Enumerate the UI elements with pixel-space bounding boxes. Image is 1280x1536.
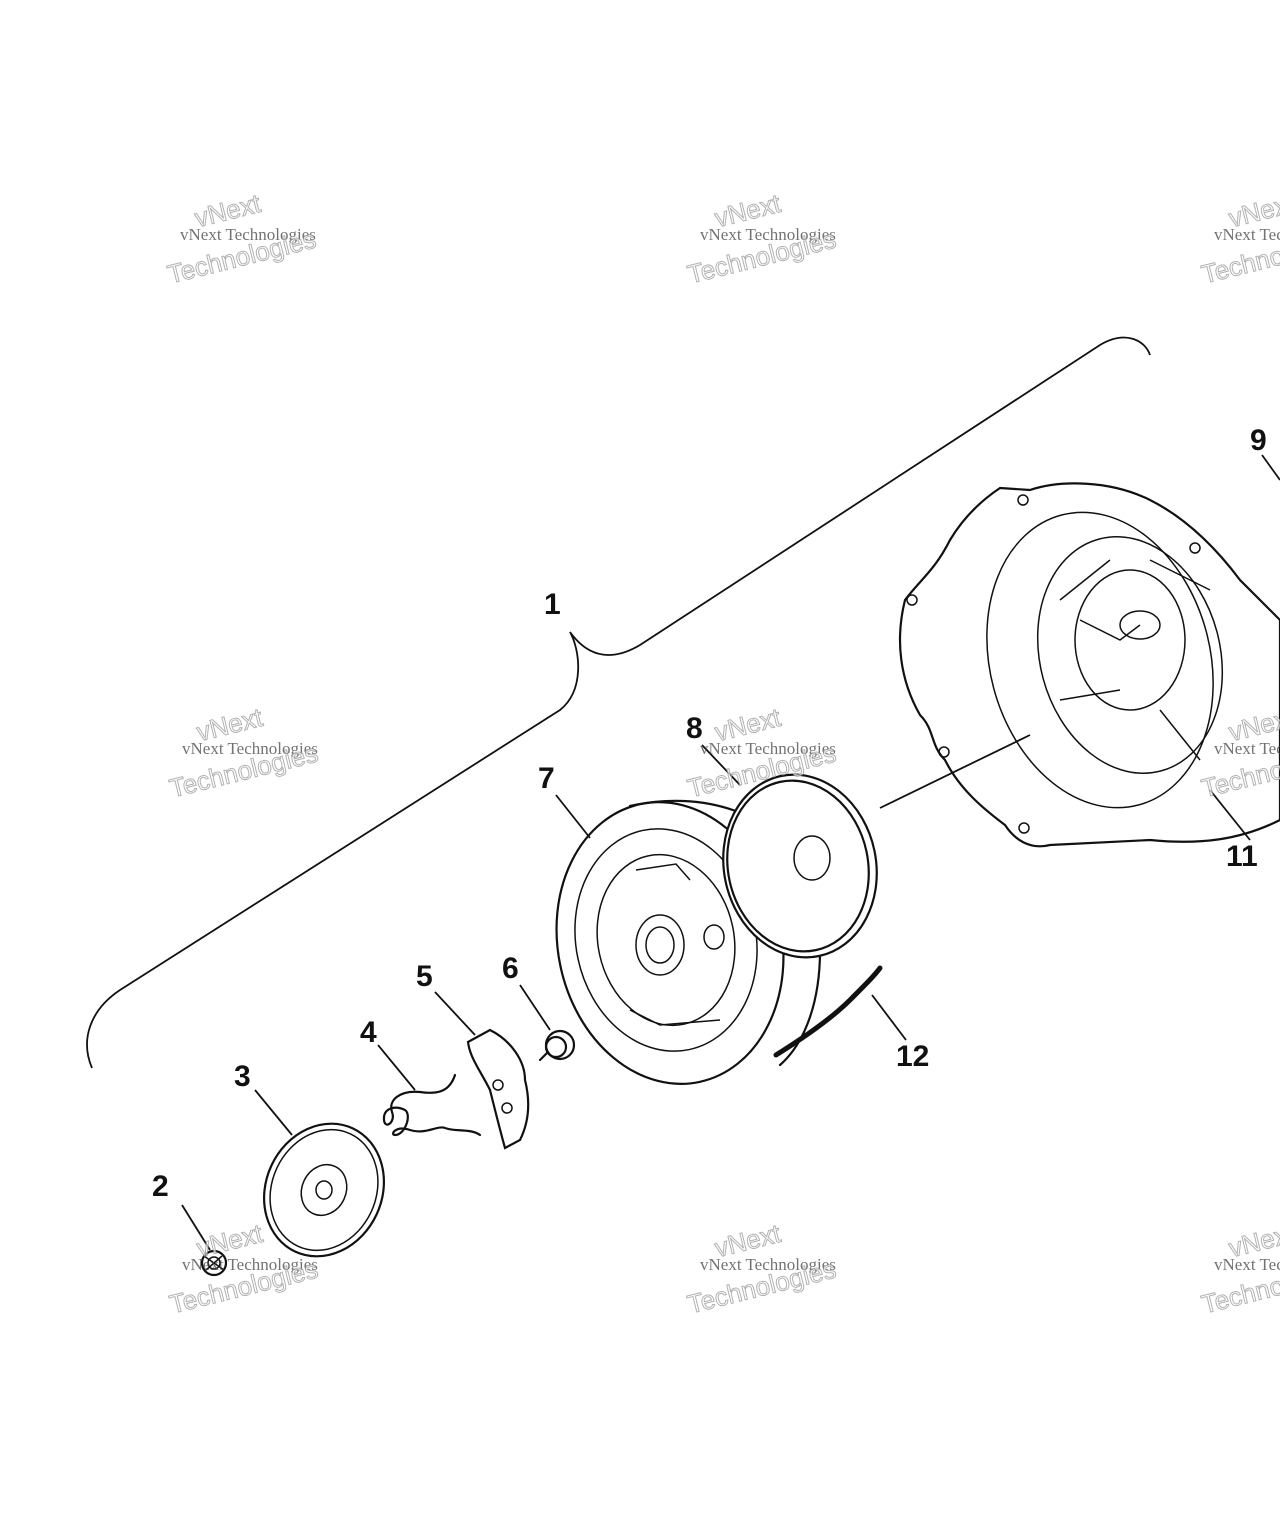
svg-text:vNext Technologies: vNext Technologies — [1214, 739, 1280, 758]
callout-9: 9 — [1250, 424, 1267, 457]
svg-text:vNext Technologies: vNext Technologies — [1214, 225, 1280, 244]
callout-12: 12 — [896, 1040, 929, 1073]
callout-2: 2 — [152, 1170, 169, 1203]
callout-5: 5 — [416, 960, 433, 993]
part-small-spring — [538, 1029, 576, 1062]
leader-7 — [555, 794, 591, 839]
svg-text:vNext Technologies: vNext Technologies — [700, 225, 836, 244]
part-pawl — [466, 1028, 530, 1150]
leader-3 — [254, 1089, 293, 1136]
watermark-1: vNext vNext Technologies Technologies — [164, 187, 320, 290]
watermark-9: vNext vNext Technologies Technologies — [1198, 1217, 1280, 1320]
part-spring-clip — [382, 1073, 482, 1137]
svg-text:vNext Technologies: vNext Technologies — [182, 739, 318, 758]
svg-text:vNext Technologies: vNext Technologies — [180, 225, 316, 244]
leader-8 — [701, 744, 741, 786]
leader-12 — [871, 994, 907, 1041]
watermark-8: vNext vNext Technologies Technologies — [684, 1217, 840, 1320]
watermark-4: vNext vNext Technologies Technologies — [166, 701, 322, 804]
callout-3: 3 — [234, 1060, 251, 1093]
callout-11: 11 — [1226, 840, 1258, 873]
callout-8: 8 — [686, 712, 703, 745]
callout-7: 7 — [538, 762, 555, 795]
part-starter-rope — [773, 965, 883, 1058]
svg-text:vNext Technologies: vNext Technologies — [700, 739, 836, 758]
leader-axis — [879, 734, 1031, 809]
svg-text:vNext: vNext — [194, 702, 266, 747]
svg-text:vNext Technologies: vNext Technologies — [1214, 1255, 1280, 1274]
part-nut — [200, 1249, 228, 1277]
leader-4 — [377, 1044, 416, 1091]
svg-text:vNext Technologies: vNext Technologies — [182, 1255, 318, 1274]
callout-6: 6 — [502, 952, 519, 985]
part-pulley-plate — [722, 773, 878, 959]
callout-1: 1 — [544, 588, 561, 621]
watermark-3: vNext vNext Technologies Technologies — [1198, 187, 1280, 290]
callout-4: 4 — [360, 1016, 377, 1049]
part-drive-plate — [262, 1122, 386, 1258]
leader-2 — [181, 1204, 211, 1251]
leader-11 — [1209, 789, 1251, 841]
watermark-2: vNext vNext Technologies Technologies — [684, 187, 840, 290]
svg-text:vNext Technologies: vNext Technologies — [700, 1255, 836, 1274]
watermark-7: vNext vNext Technologies Technologies — [166, 1217, 322, 1320]
part-housing — [898, 482, 1280, 848]
leader-6 — [519, 984, 551, 1031]
leader-5 — [434, 991, 476, 1036]
leader-9 — [1261, 454, 1280, 481]
assembly-bracket — [86, 336, 1151, 1069]
